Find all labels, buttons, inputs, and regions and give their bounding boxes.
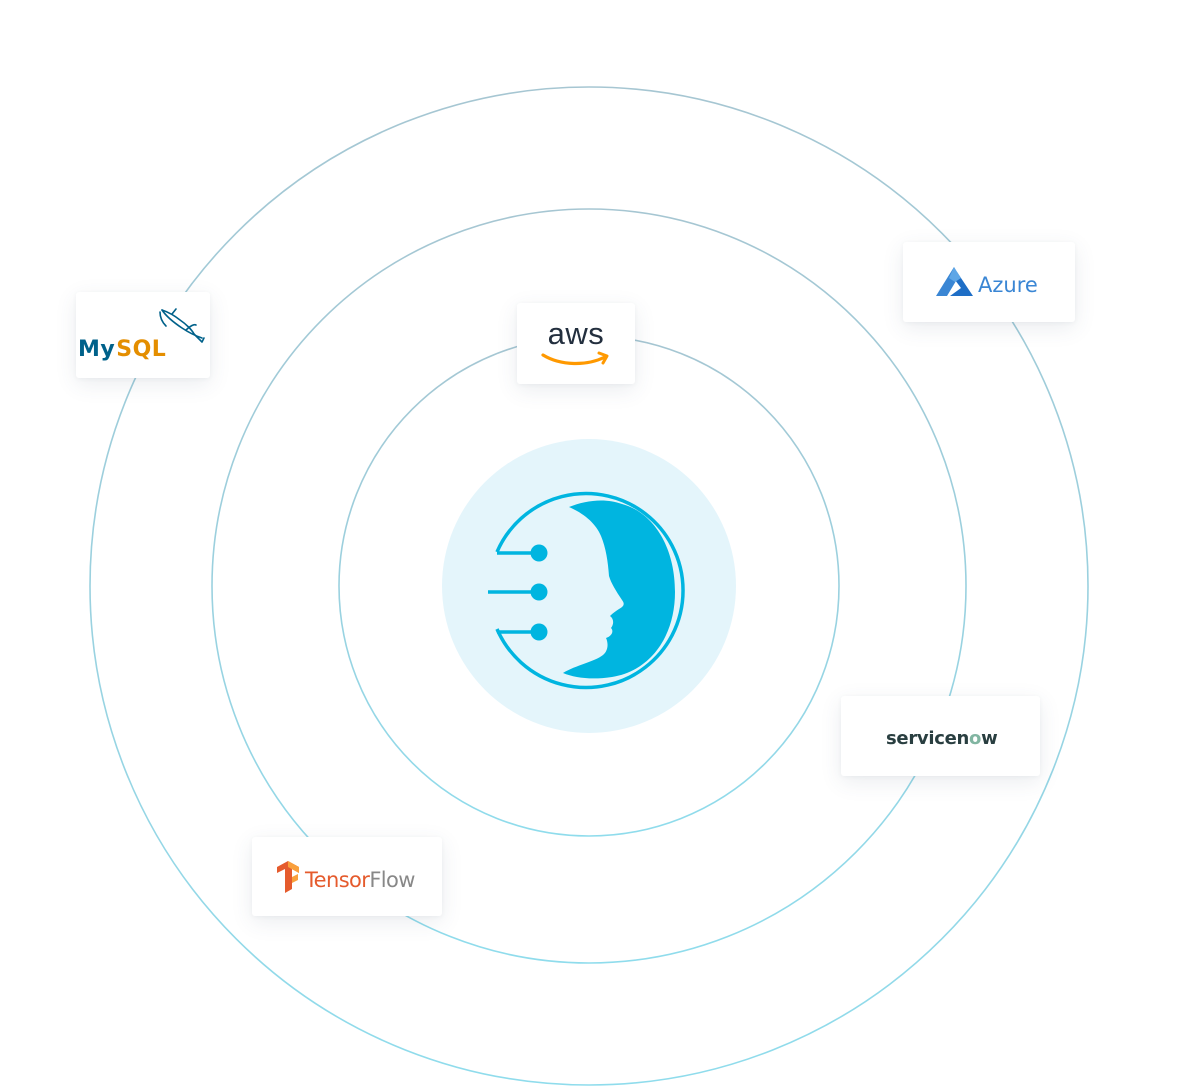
servicenow-text-start: servicen: [886, 728, 969, 749]
middle-ring: [211, 208, 967, 964]
amazon-smile-icon: [541, 351, 609, 366]
svg-text:TensorFlow: TensorFlow: [304, 868, 415, 892]
azure-a-icon: [936, 267, 973, 296]
servicenow-o-icon: o: [969, 728, 981, 749]
svg-text:servicenow: servicenow: [886, 728, 997, 749]
tensorflow-logo: TensorFlow: [277, 861, 416, 893]
mysql-logo-card: MySQL: [76, 292, 210, 378]
svg-text:MySQL: MySQL: [78, 337, 166, 362]
servicenow-logo-card: servicenow: [841, 696, 1040, 776]
azure-logo-card: Azure: [903, 242, 1075, 322]
aws-logo: aws: [541, 316, 609, 366]
tensorflow-flow-text: Flow: [369, 868, 415, 892]
servicenow-logo: servicenow: [886, 728, 998, 749]
mysql-logo: MySQL: [78, 308, 205, 362]
servicenow-text-end: w: [981, 728, 997, 749]
aws-logo-card: aws: [517, 303, 635, 384]
dolphin-icon: [159, 308, 205, 343]
azure-text: Azure: [978, 273, 1038, 297]
azure-logo: Azure: [936, 267, 1038, 297]
ai-head-icon: [488, 491, 685, 690]
mysql-sql-text: SQL: [116, 337, 166, 362]
tensorflow-logo-card: TensorFlow: [252, 837, 442, 916]
tensorflow-t-icon: [277, 861, 299, 893]
aws-text: aws: [548, 316, 605, 351]
mysql-my-text: My: [78, 337, 115, 362]
outer-ring: [89, 86, 1089, 1086]
tensorflow-tensor-text: Tensor: [304, 868, 370, 892]
